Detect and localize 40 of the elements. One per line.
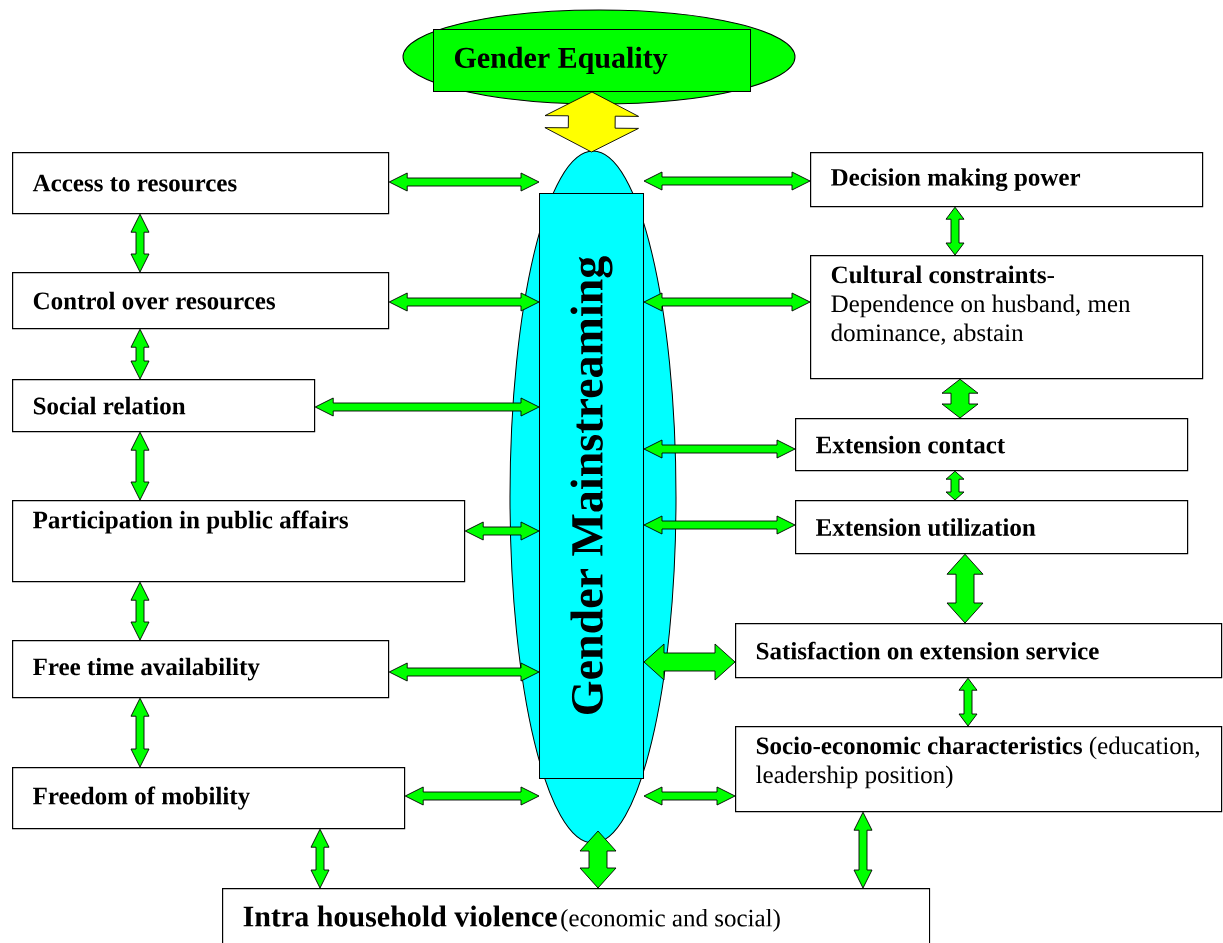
double-arrow — [130, 328, 150, 380]
double-arrow — [388, 172, 540, 192]
text-box: Access to resources — [12, 152, 390, 215]
double-arrow — [388, 292, 540, 312]
double-arrow — [945, 470, 965, 501]
double-arrow — [643, 515, 796, 535]
double-arrow — [130, 697, 150, 768]
text-box: Cultural constraints- Dependence on husband, men dominance, abstain — [810, 255, 1204, 380]
double-arrow — [643, 171, 811, 191]
double-arrow — [643, 786, 736, 806]
double-arrow — [310, 828, 330, 889]
text-box: Freedom of mobility — [12, 767, 406, 830]
double-arrow — [130, 581, 150, 641]
double-arrow — [579, 830, 617, 889]
double-arrow — [853, 811, 873, 889]
text-box: Socio-economic characteristics (education, leadership position) — [735, 726, 1223, 813]
oval-title-box: Gender Equality — [402, 9, 796, 105]
text-box: Control over resources — [12, 272, 390, 330]
double-arrow — [946, 553, 984, 624]
double-arrow — [643, 643, 736, 681]
double-arrow — [464, 521, 540, 541]
text-box: Decision making power — [810, 152, 1204, 208]
double-arrow — [643, 292, 811, 312]
double-arrow — [314, 397, 540, 417]
text-box: Extension contact — [795, 418, 1189, 472]
text-box: Extension utilization — [795, 500, 1189, 555]
text-box: Participation in public affairs — [12, 500, 466, 583]
double-arrow — [130, 431, 150, 501]
text-box: Satisfaction on extension service — [735, 623, 1223, 679]
double-arrow — [945, 206, 965, 256]
double-arrow — [388, 662, 540, 682]
double-arrow — [404, 786, 540, 806]
vertical-oval-box: Gender Mainstreaming — [509, 150, 677, 844]
text-box: Free time availability — [12, 640, 390, 699]
text-box: Social relation — [12, 379, 316, 433]
double-arrow — [544, 91, 640, 153]
double-arrow — [941, 378, 979, 419]
double-arrow — [130, 213, 150, 273]
double-arrow — [643, 439, 796, 459]
double-arrow — [958, 677, 978, 727]
